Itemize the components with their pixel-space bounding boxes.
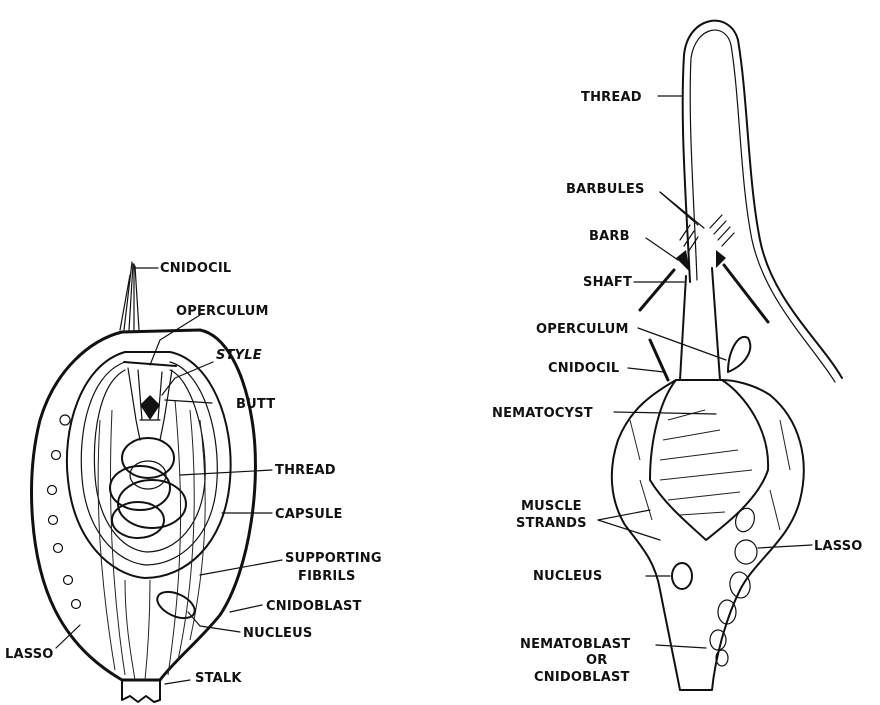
right-label-nematoblast: NEMATOBLAST xyxy=(520,637,630,652)
left-cnidocil xyxy=(120,262,139,330)
left-supporting-fibrils xyxy=(98,400,205,680)
right-cnidocil xyxy=(650,340,668,380)
left-label-lasso: LASSO xyxy=(5,647,54,662)
left-label-operculum: OPERCULUM xyxy=(176,304,269,319)
left-stalk xyxy=(122,680,160,702)
left-cnidoblast-outline xyxy=(32,330,256,680)
right-lasso-loops xyxy=(710,506,758,666)
right-leader-lines xyxy=(598,96,812,648)
right-label-barbules: BARBULES xyxy=(566,182,645,197)
right-label-thread: THREAD xyxy=(581,90,642,105)
right-label-barb: BARB xyxy=(589,229,630,244)
right-barbs xyxy=(640,250,768,322)
right-label-muscle: MUSCLE xyxy=(521,499,582,514)
right-shaft xyxy=(680,268,720,380)
left-label-fibrils: FIBRILS xyxy=(298,569,356,584)
left-label-nucleus: NUCLEUS xyxy=(243,626,312,641)
left-coiled-thread xyxy=(110,438,186,538)
right-muscle-strands xyxy=(630,410,790,530)
discharged-nematocyst-figure: THREAD BARBULES BARB SHAFT OPERCULUM CNI… xyxy=(492,21,863,690)
right-label-shaft: SHAFT xyxy=(583,275,632,290)
left-operculum-style-butt xyxy=(124,362,176,440)
left-label-cnidocil: CNIDOCIL xyxy=(160,261,231,276)
left-capsule xyxy=(67,352,231,578)
left-lasso-loops xyxy=(48,415,81,609)
right-thread xyxy=(683,21,842,378)
right-label-cnidoblast: CNIDOBLAST xyxy=(534,670,630,685)
right-nematocyst-capsule xyxy=(650,380,768,540)
right-operculum xyxy=(728,337,750,372)
left-label-style: STYLE xyxy=(216,348,262,363)
left-label-capsule: CAPSULE xyxy=(275,507,343,522)
left-label-cnidoblast: CNIDOBLAST xyxy=(266,599,362,614)
right-label-strands: STRANDS xyxy=(516,516,587,531)
left-label-thread: THREAD xyxy=(275,463,336,478)
left-label-stalk: STALK xyxy=(195,671,242,686)
right-label-nematocyst: NEMATOCYST xyxy=(492,406,593,421)
left-label-supporting: SUPPORTING xyxy=(285,551,382,566)
right-nucleus xyxy=(672,563,692,589)
right-label-operculum: OPERCULUM xyxy=(536,322,629,337)
right-label-lasso: LASSO xyxy=(814,539,863,554)
right-label-cnidocil: CNIDOCIL xyxy=(548,361,619,376)
right-nematoblast-outline xyxy=(612,380,804,690)
right-label-or: OR xyxy=(586,653,607,668)
right-label-nucleus: NUCLEUS xyxy=(533,569,602,584)
left-label-butt: BUTT xyxy=(236,397,275,412)
undischarged-nematocyst-figure: CNIDOCIL OPERCULUM STYLE BUTT THREAD CAP… xyxy=(5,261,382,702)
